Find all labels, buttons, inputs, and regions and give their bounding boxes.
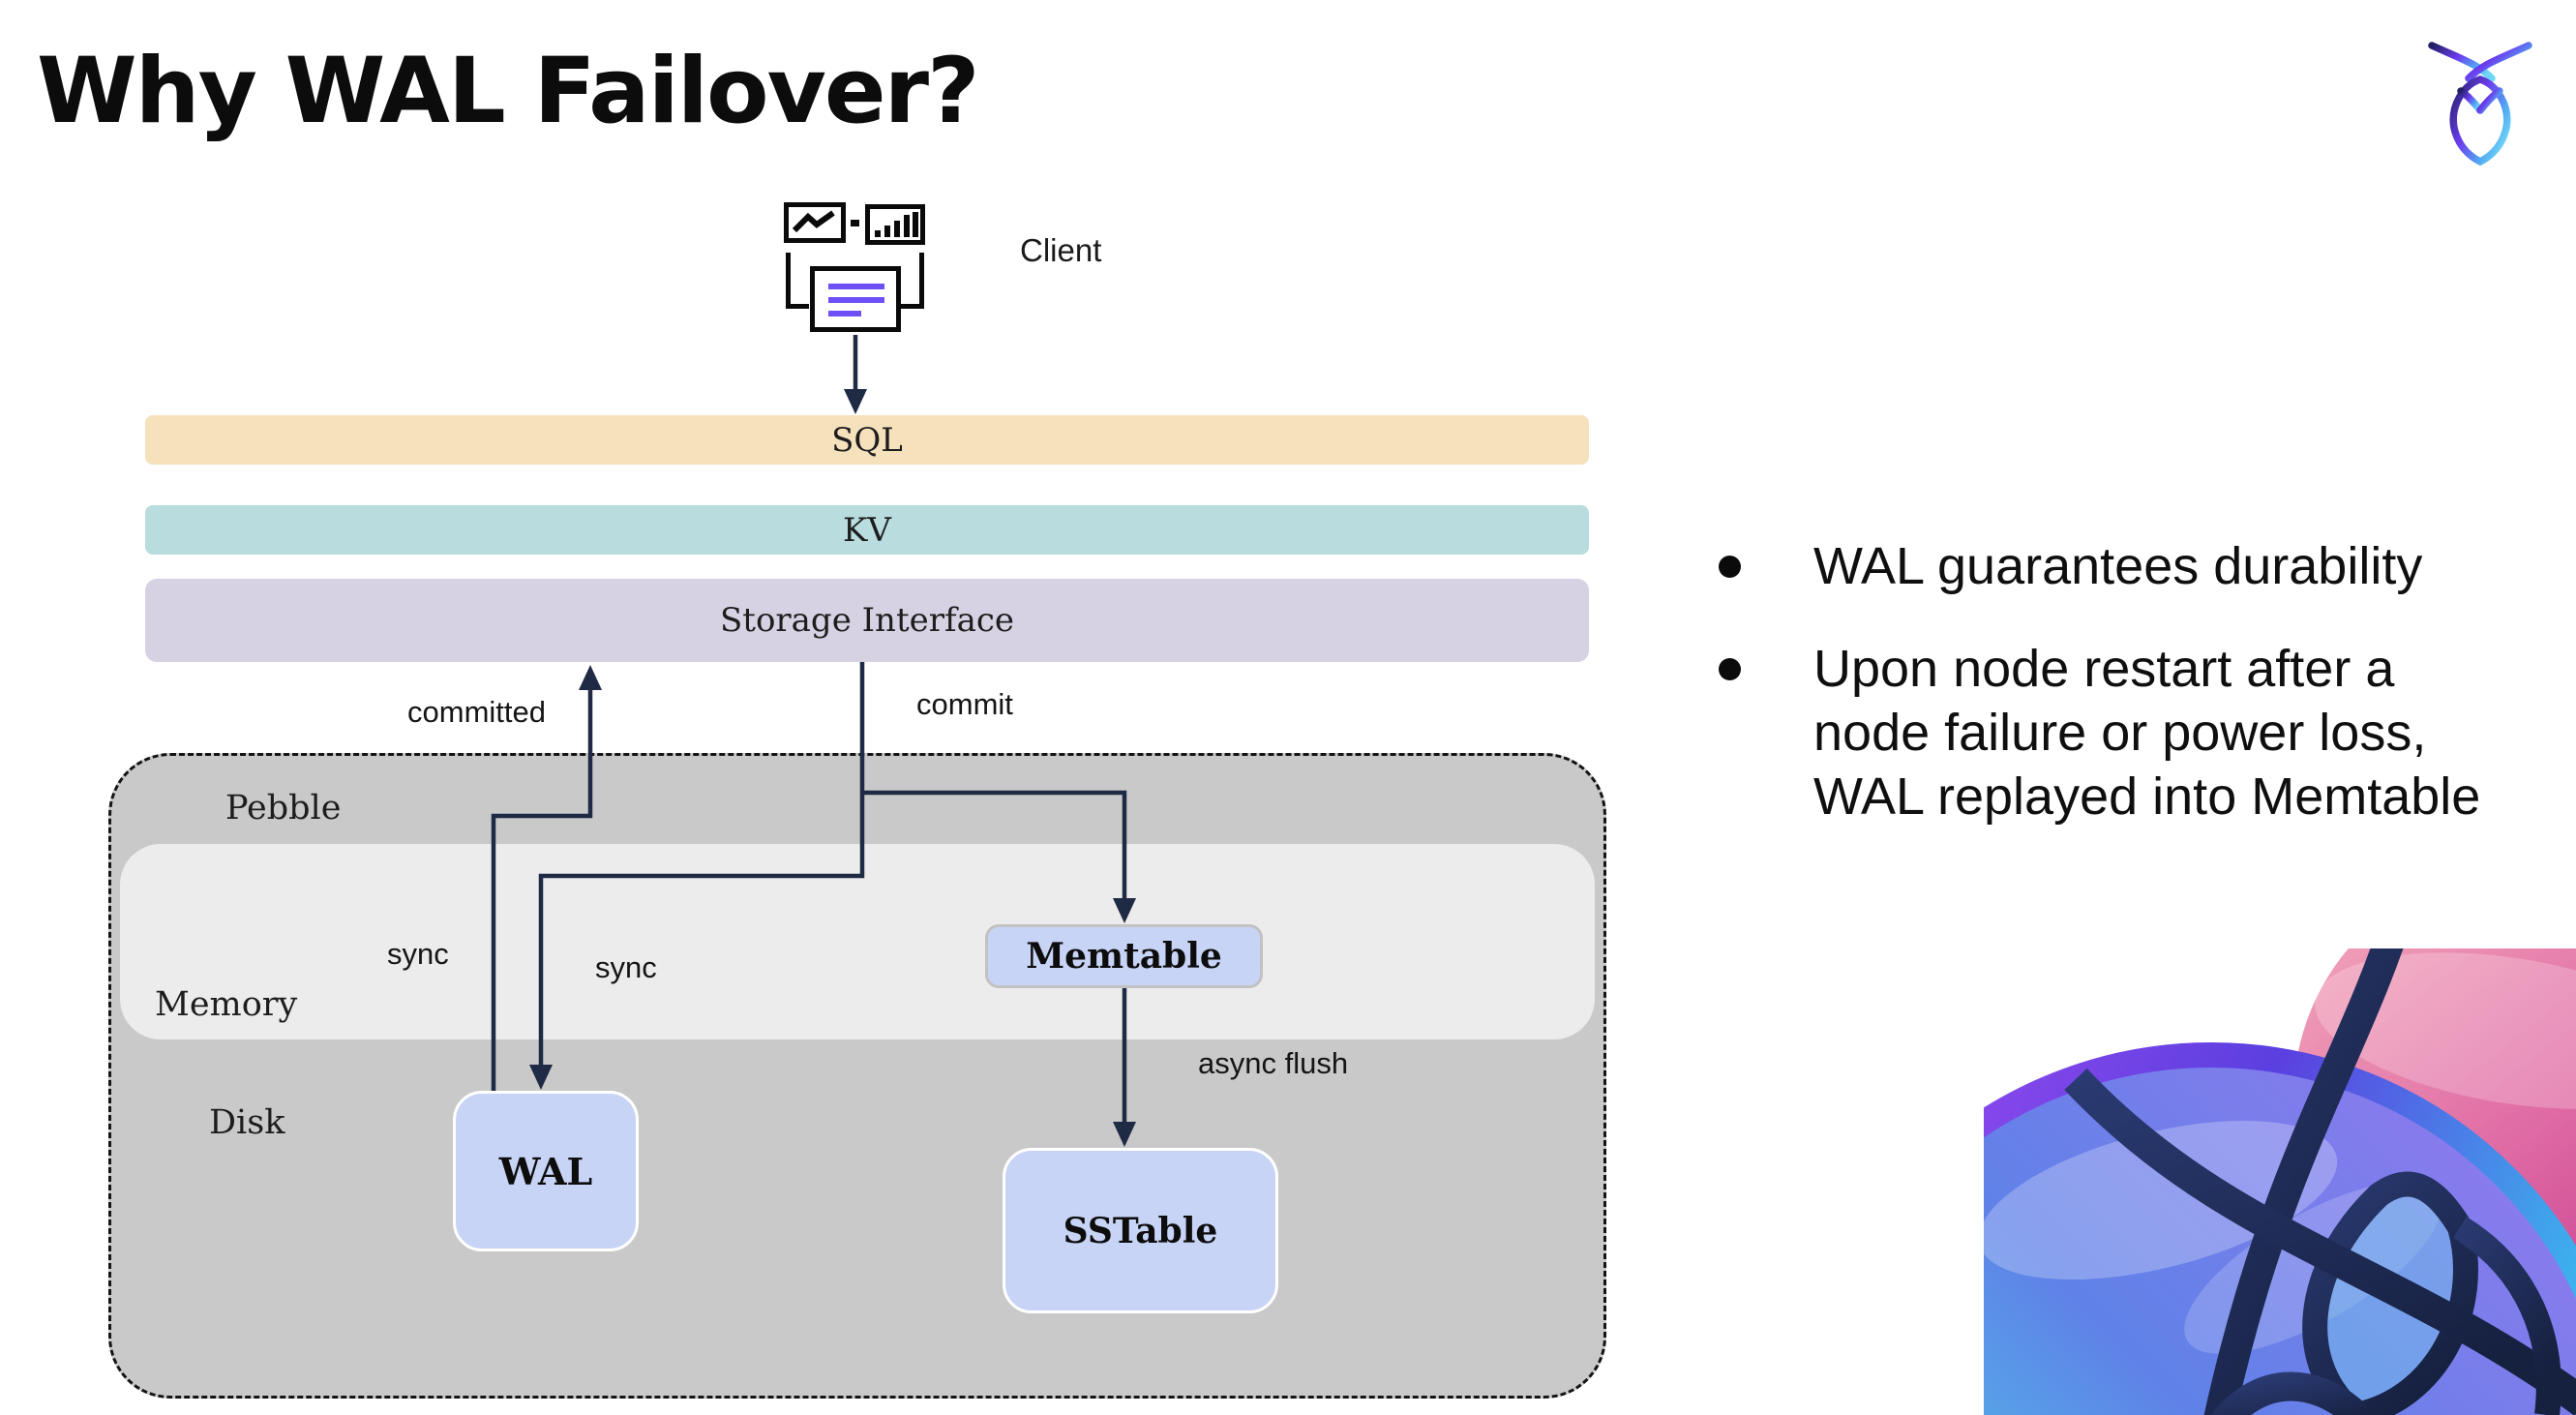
edge-sync-left-label: sync [387,937,449,971]
brand-artwork [1984,948,2576,1415]
right-bracket-foot [901,304,924,309]
memtable-label: Memtable [1026,936,1222,977]
cockroachdb-logo-icon [2421,33,2539,170]
line-chart-icon [784,202,846,243]
layer-sql-label: SQL [831,420,903,460]
bullet-dot [1719,556,1741,578]
sstable-label: SSTable [1063,1210,1218,1251]
document-icon [810,266,901,332]
layer-kv: KV [145,505,1589,555]
pebble-label: Pebble [225,789,342,828]
bullet-list: WAL guarantees durability Upon node rest… [1719,534,2522,867]
page-title: Why WAL Failover? [37,39,980,144]
bullet-dot [1719,658,1741,680]
dash-connector [851,220,859,226]
edge-committed-label: committed [407,695,546,729]
edge-commit-label: commit [916,687,1013,721]
client-label: Client [1020,232,1102,268]
layer-sql: SQL [145,415,1589,465]
layer-storage-interface-label: Storage Interface [719,601,1015,640]
edge-async-flush-label: async flush [1198,1046,1349,1080]
left-bracket-icon [786,253,791,309]
left-bracket-foot [786,304,809,309]
layer-kv-label: KV [843,510,891,550]
bullet-text: WAL guarantees durability [1813,537,2423,595]
layer-storage-interface: Storage Interface [145,579,1589,662]
memory-label: Memory [155,985,298,1024]
memtable-node: Memtable [985,924,1263,988]
sstable-node: SSTable [1003,1148,1278,1313]
bullet-text: Upon node restart after a node failure o… [1813,640,2481,826]
list-item: WAL guarantees durability [1719,534,2522,598]
disk-label: Disk [209,1103,285,1142]
memory-zone [120,844,1595,1039]
edge-sync-right-label: sync [595,950,657,984]
right-bracket-icon [919,253,924,309]
wal-node: WAL [453,1091,639,1251]
wal-label: WAL [498,1149,593,1193]
bar-chart-icon [865,204,925,245]
list-item: Upon node restart after a node failure o… [1719,637,2522,828]
